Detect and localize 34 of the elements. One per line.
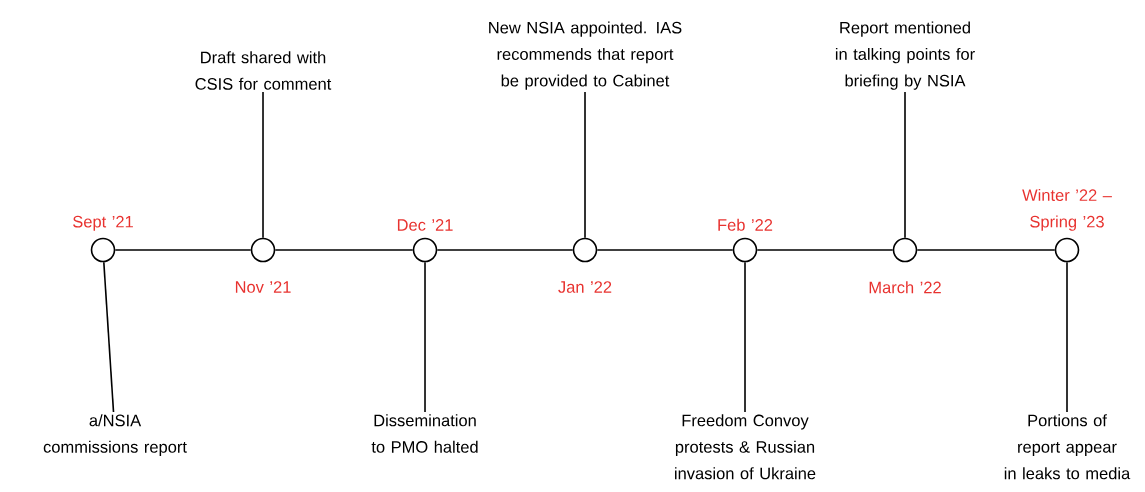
timeline-line xyxy=(114,249,252,251)
connector-line xyxy=(262,91,264,239)
event-text: a/NSIA commissions report xyxy=(43,414,187,457)
timeline-marker xyxy=(412,237,438,263)
connector-line xyxy=(744,261,746,413)
event-text: New NSIA appointed. IAS recommends that report be provided to Cabinet xyxy=(489,21,682,90)
timeline-line xyxy=(274,249,414,251)
timeline-line xyxy=(756,249,894,251)
date-label: March ’22 xyxy=(869,281,941,294)
timeline-marker xyxy=(892,237,918,263)
timeline-marker xyxy=(732,237,758,263)
connector-line xyxy=(103,261,115,413)
event-text: Dissemination to PMO halted xyxy=(371,414,478,453)
date-label: Dec ’21 xyxy=(397,219,453,231)
date-label: Winter ’22 – Spring ’23 xyxy=(1022,188,1112,231)
timeline-line xyxy=(596,249,734,251)
connector-line xyxy=(424,261,426,413)
connector-line xyxy=(904,91,906,239)
timeline-marker xyxy=(90,237,116,263)
timeline-line xyxy=(916,249,1056,251)
event-text: Report mentioned in talking points for briefing by NSIA xyxy=(835,21,975,90)
timeline-line xyxy=(436,249,574,251)
event-text: Freedom Convoy protests & Russian invasion of Ukraine xyxy=(675,414,816,480)
timeline-marker xyxy=(250,237,276,263)
date-label: Feb ’22 xyxy=(718,218,773,231)
event-text: Draft shared with CSIS for comment xyxy=(195,51,332,90)
timeline-marker xyxy=(1054,237,1080,263)
timeline-marker xyxy=(572,237,598,263)
date-label: Nov ’21 xyxy=(235,281,291,293)
connector-line xyxy=(1066,261,1068,413)
connector-line xyxy=(584,91,586,239)
date-label: Jan ’22 xyxy=(558,281,612,293)
date-label: Sept ’21 xyxy=(73,215,133,231)
event-text: Portions of report appear in leaks to media xyxy=(1004,414,1131,480)
